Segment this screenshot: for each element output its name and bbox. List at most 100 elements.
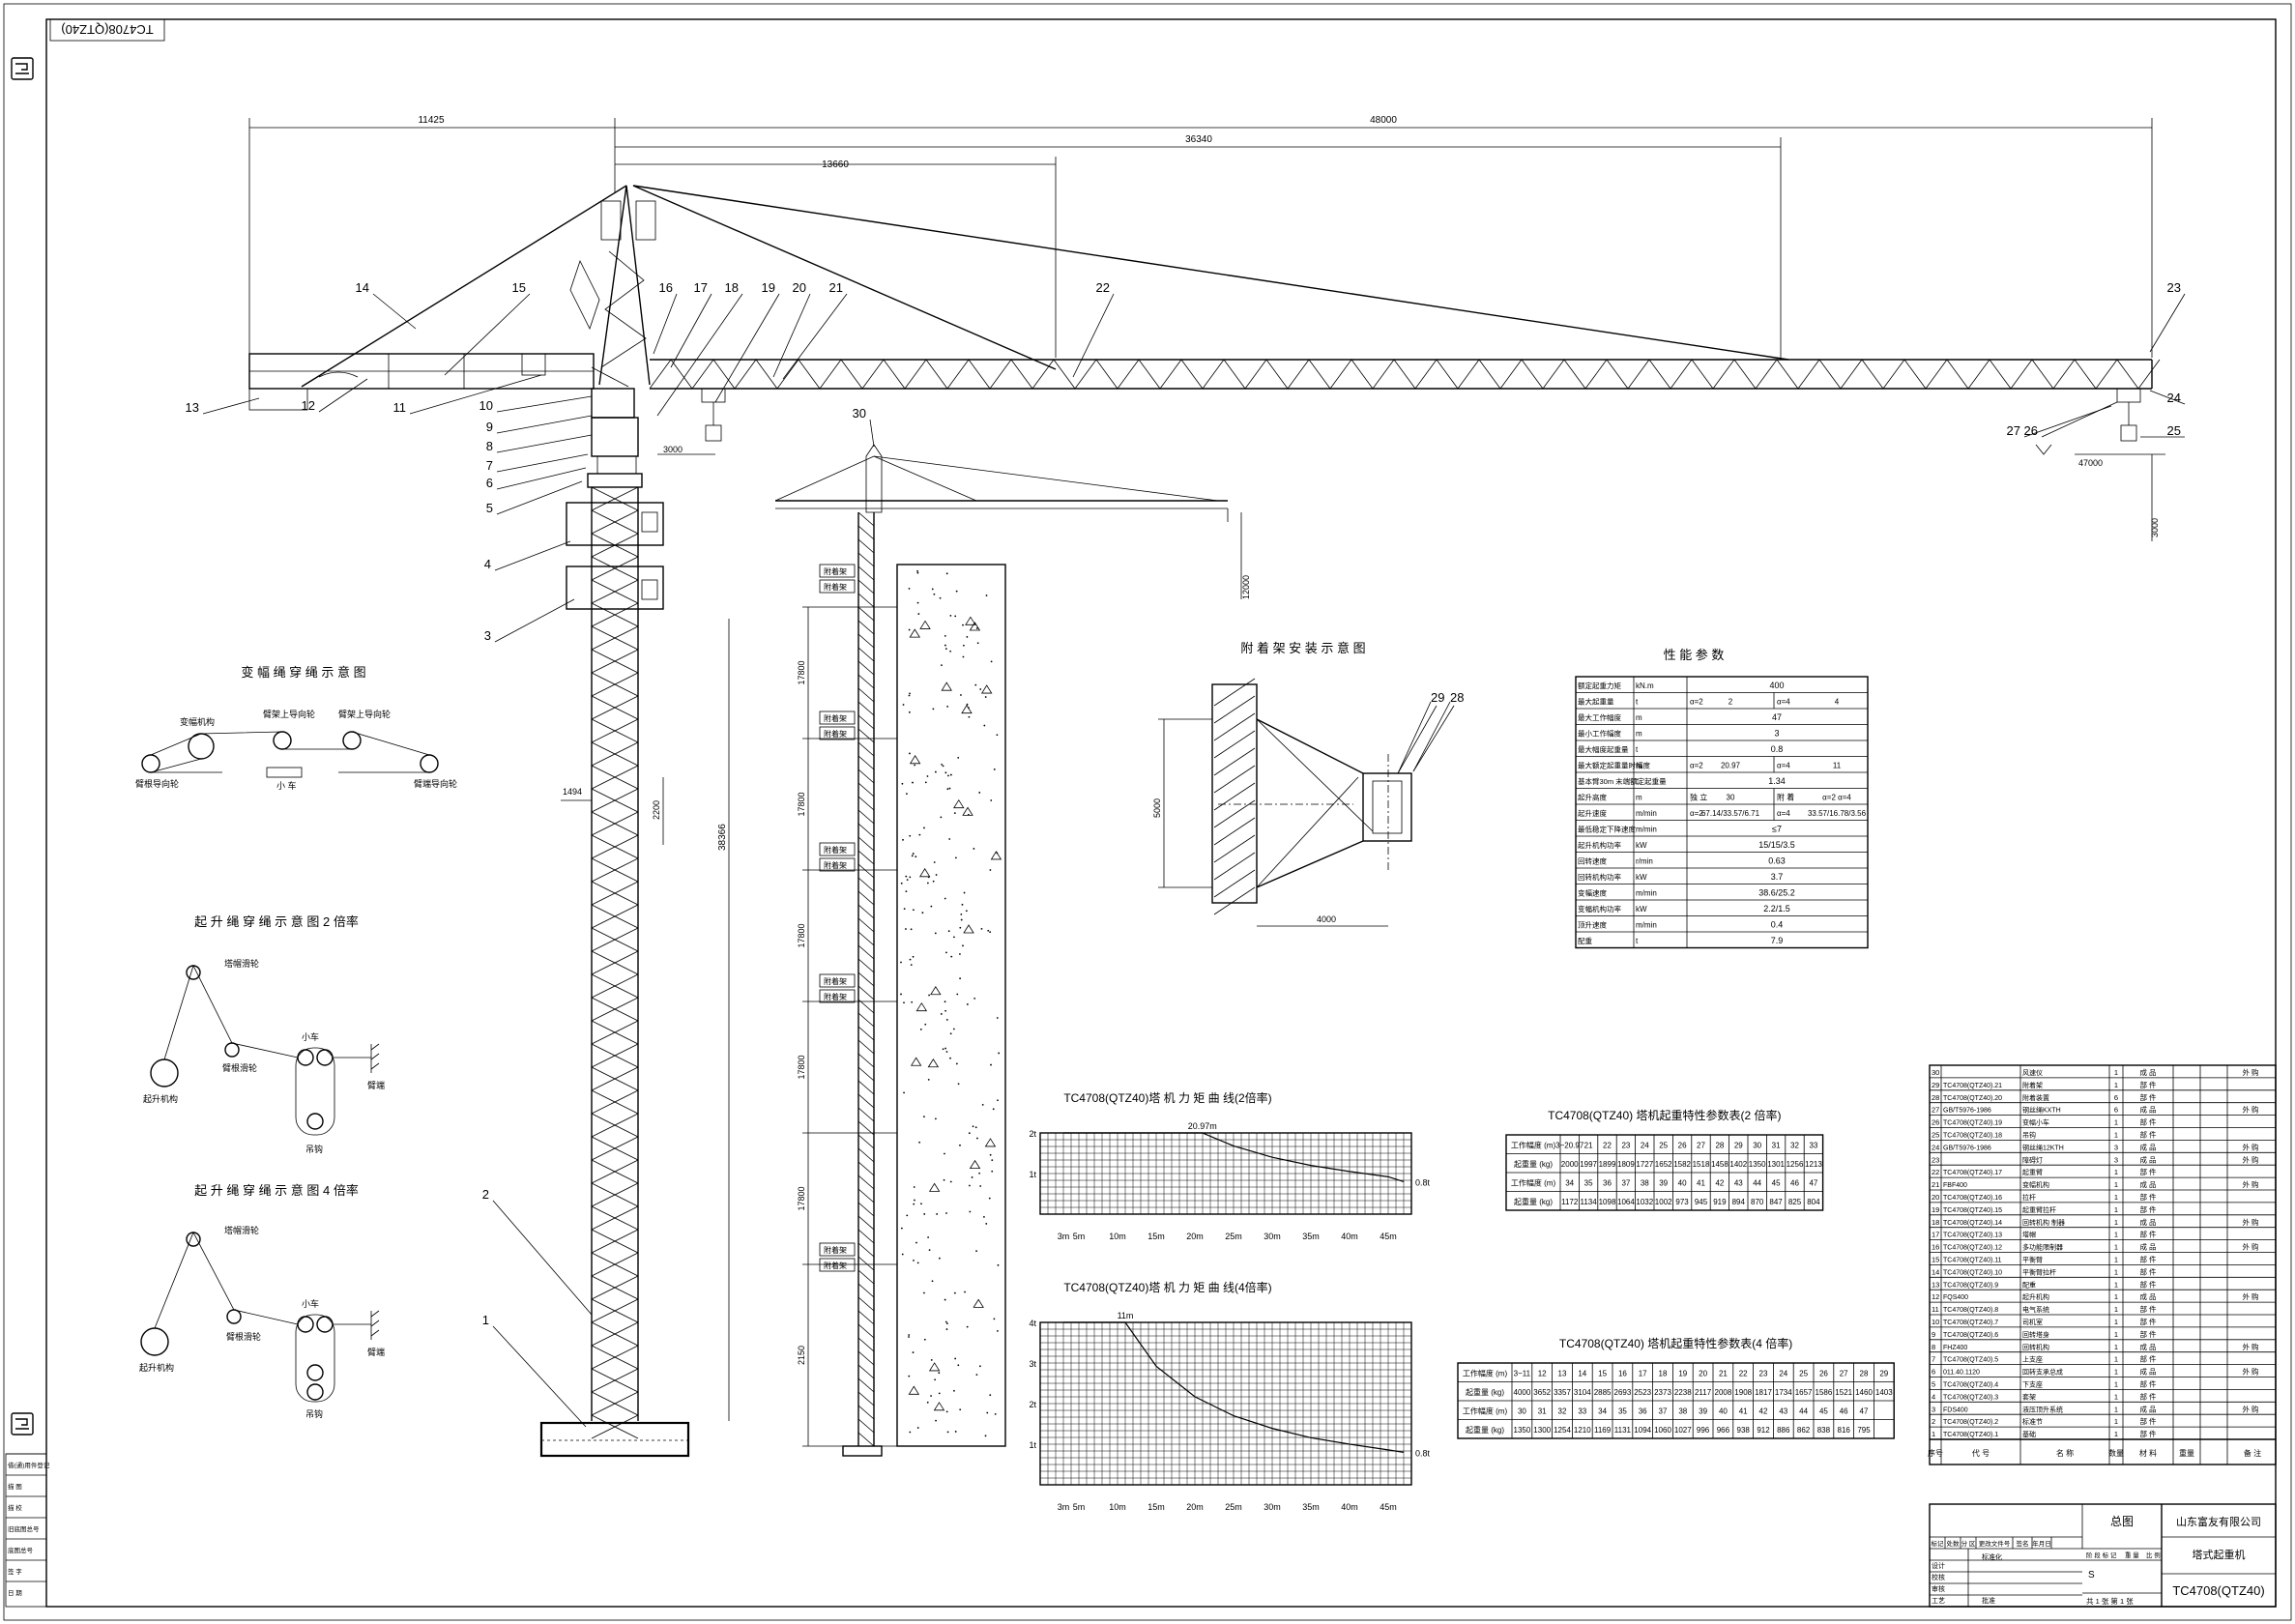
wall-hatch xyxy=(1213,730,1256,759)
load-cell: 19 xyxy=(1678,1369,1687,1378)
speckle xyxy=(911,855,914,857)
perf-value: 0.63 xyxy=(1768,856,1786,866)
load-cell: 886 xyxy=(1777,1426,1790,1435)
speckle xyxy=(936,1213,939,1215)
callout-leader xyxy=(494,598,575,643)
callout-number: 30 xyxy=(853,406,866,420)
hoist-rope-diagram-4x: 起 升 绳 穿 绳 示 意 图 4 倍率 塔帽滑轮 臂根滑轮 起升机构 小车 吊… xyxy=(139,1183,385,1419)
perf-value: 38.6/25.2 xyxy=(1758,888,1795,898)
small-mast-web xyxy=(857,985,875,1000)
callout-leader xyxy=(496,415,593,434)
rev-header: 标记 xyxy=(1932,1539,1945,1548)
part-no: 13 xyxy=(1932,1280,1939,1289)
speckle xyxy=(905,928,907,930)
load-cell: 1997 xyxy=(1580,1160,1597,1169)
load-cell: 44 xyxy=(1753,1178,1761,1187)
stage-header: 阶 段 标 记 xyxy=(2086,1551,2117,1559)
part-material: 部 件 xyxy=(2139,1230,2157,1239)
load-cell: 17 xyxy=(1639,1369,1647,1378)
speckle xyxy=(916,569,919,572)
load-cell: 27 xyxy=(1697,1141,1705,1149)
speckle xyxy=(953,936,955,939)
speckle xyxy=(959,926,962,929)
part-no: 27 xyxy=(1932,1106,1939,1115)
speckle xyxy=(959,953,961,955)
small-mast-web xyxy=(857,579,875,594)
callout-leader xyxy=(492,1325,587,1428)
load-cell: 起重量 (kg) xyxy=(1466,1425,1504,1435)
speckle xyxy=(942,765,944,768)
callout-leader xyxy=(653,293,678,355)
perf-param: 回转速度 xyxy=(1578,856,1607,866)
speckle xyxy=(940,1013,943,1015)
part-qty: 3 xyxy=(2114,1155,2118,1164)
aggregate-mark xyxy=(963,924,974,934)
load-cell: 1172 xyxy=(1561,1198,1579,1206)
speckle xyxy=(903,1001,905,1004)
part-material: 成 品 xyxy=(2139,1242,2156,1252)
speckle xyxy=(949,1032,952,1035)
part-name: 钢丝绳KXTH xyxy=(2022,1106,2061,1115)
jib-web xyxy=(1031,359,1055,390)
callout-leader xyxy=(496,467,587,490)
callout-number: 9 xyxy=(486,420,493,434)
jib-web xyxy=(1627,359,1650,390)
part-name: 司机室 xyxy=(2022,1318,2043,1326)
aggregate-mark xyxy=(961,704,973,714)
speckle xyxy=(991,1170,994,1173)
perf-param: 最大起重量 xyxy=(1578,697,1614,707)
perf-value: α=4 xyxy=(1777,809,1790,818)
counter-jib xyxy=(248,353,629,411)
small-mast-web xyxy=(857,1337,875,1352)
speckle xyxy=(994,1412,997,1415)
small-mast-web xyxy=(857,1323,875,1339)
part-no: 8 xyxy=(1932,1343,1935,1351)
speckle xyxy=(975,1250,977,1253)
wall-hatch xyxy=(1213,765,1256,794)
y-tick-label: 2t xyxy=(1029,1129,1036,1139)
load-cell: 2238 xyxy=(1674,1388,1692,1397)
load-cell: 28 xyxy=(1715,1141,1724,1149)
load-cell: 34 xyxy=(1565,1178,1574,1187)
perf-value: 15/15/3.5 xyxy=(1758,840,1795,850)
speckle xyxy=(976,1137,978,1140)
mast-web xyxy=(591,765,639,790)
load-cell: 35 xyxy=(1584,1178,1593,1187)
part-no: 12 xyxy=(1932,1292,1939,1301)
perf-param: 配重 xyxy=(1578,937,1593,945)
speckle xyxy=(918,1141,921,1144)
part-note: 外 购 xyxy=(2242,1067,2258,1077)
speckle xyxy=(966,636,969,638)
x-tick-label: 10m xyxy=(1109,1232,1126,1241)
speckle xyxy=(949,614,952,617)
speckle xyxy=(908,1375,911,1378)
mast-web xyxy=(591,1391,639,1416)
small-mast-web xyxy=(857,538,875,554)
svg-text:38366: 38366 xyxy=(717,824,728,851)
load-cell: 33 xyxy=(1578,1406,1586,1415)
callout-number: 16 xyxy=(659,280,673,295)
small-mast-web xyxy=(857,944,875,960)
bay-dim-text: 17800 xyxy=(797,1055,806,1079)
mast-web xyxy=(591,1345,639,1370)
speckle xyxy=(924,1023,927,1026)
svg-text:11425: 11425 xyxy=(418,115,445,126)
speckle xyxy=(906,879,909,881)
load-cell: 3~20.97 xyxy=(1555,1141,1584,1149)
part-code: TC4708(QTZ40).14 xyxy=(1943,1220,2002,1227)
small-mast-web xyxy=(857,606,875,622)
speckle xyxy=(956,993,959,996)
part-note: 外 购 xyxy=(2242,1367,2258,1377)
perf-param: 起升高度 xyxy=(1578,793,1607,802)
speckle xyxy=(989,869,992,871)
perf-unit: m/min xyxy=(1636,889,1657,898)
load-cell: 1254 xyxy=(1554,1426,1571,1435)
perf-param: 变幅速度 xyxy=(1578,888,1607,898)
load-cell: 39 xyxy=(1659,1178,1668,1187)
mast-web xyxy=(591,1043,639,1068)
part-qty: 1 xyxy=(2114,1330,2118,1339)
small-mast-web xyxy=(857,768,875,784)
speckle xyxy=(935,1419,937,1422)
